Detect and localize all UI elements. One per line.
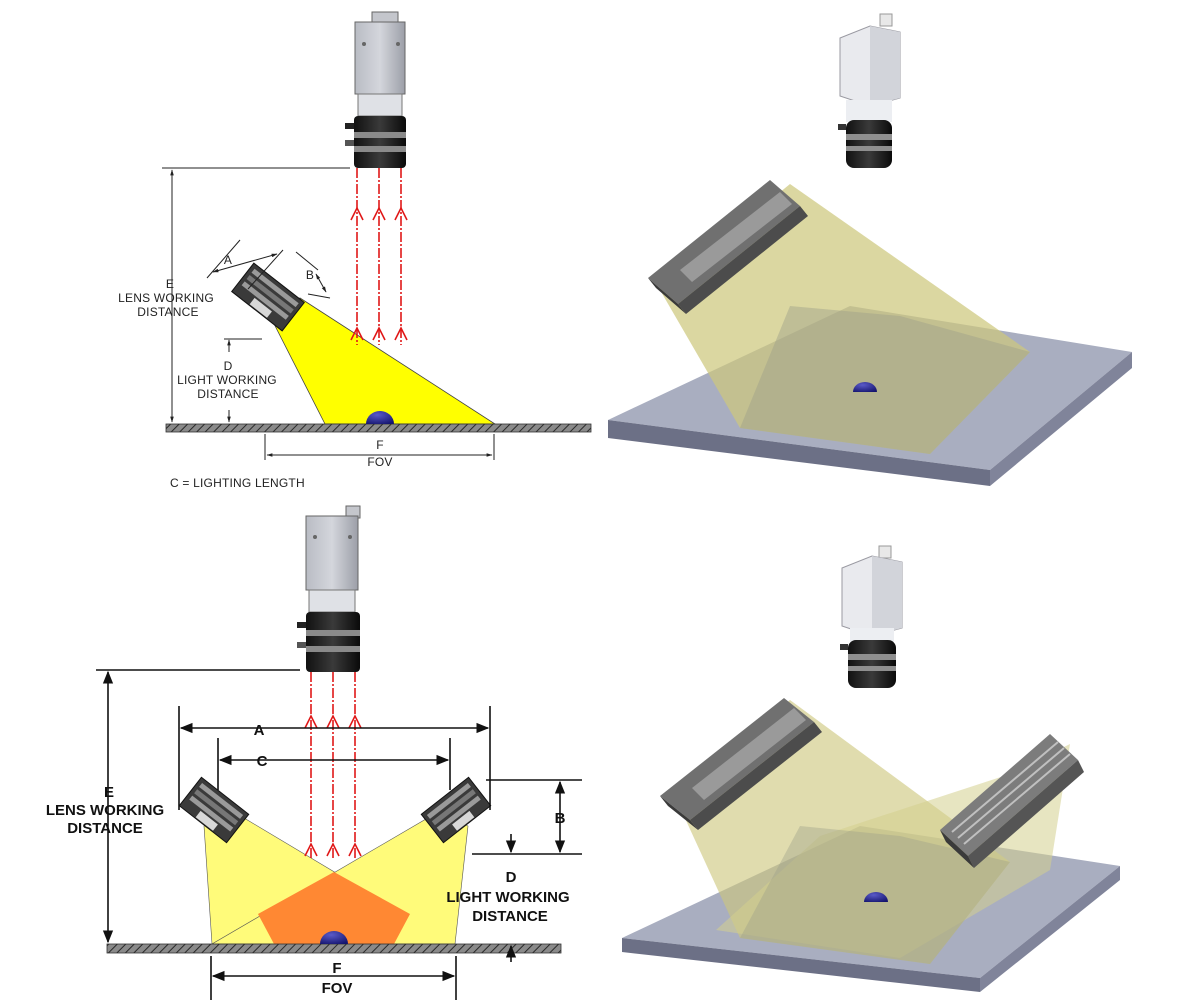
light-bar-bottom-left (178, 776, 250, 844)
top-label-f: F (376, 438, 384, 452)
target-dome-bottom (320, 931, 348, 944)
top-3d-render (608, 13, 1132, 486)
bottom-label-d-line2: DISTANCE (472, 908, 548, 925)
light-bar-3d-bottom-left (660, 698, 822, 830)
bottom-label-b: B (555, 810, 566, 827)
top-label-a: A (224, 253, 232, 267)
top-label-e-line1: LENS WORKING (118, 291, 214, 305)
overlap-region (258, 872, 410, 944)
bottom-label-e-line2: DISTANCE (67, 820, 143, 837)
camera-bottom-schematic (297, 505, 361, 672)
camera-rays-top (350, 168, 408, 345)
top-label-d-line1: LIGHT WORKING (177, 373, 277, 387)
light-beam-top (267, 297, 497, 425)
top-label-e-line2: DISTANCE (137, 305, 198, 319)
camera-top-schematic (345, 11, 406, 168)
bottom-label-f: F (332, 960, 341, 977)
light-bar-3d-bottom-right (940, 734, 1084, 868)
bottom-label-d: D (506, 869, 517, 886)
top-label-fov: FOV (367, 455, 392, 469)
bottom-label-e-line1: LENS WORKING (46, 802, 164, 819)
top-label-b: B (306, 268, 314, 282)
light-bar-top-schematic (230, 262, 306, 332)
camera-rays-bottom (304, 672, 362, 860)
bottom-3d-render (622, 545, 1120, 992)
top-label-d: D (224, 359, 233, 373)
light-bar-bottom-right (420, 776, 492, 844)
bottom-label-c: C (257, 753, 268, 770)
top-label-d-line2: DISTANCE (197, 387, 258, 401)
camera-3d-bottom (840, 545, 903, 688)
bottom-label-d-line1: LIGHT WORKING (446, 889, 569, 906)
bottom-label-a: A (254, 722, 265, 739)
ground-top (165, 423, 592, 433)
lighting-length-note: C = LIGHTING LENGTH (170, 476, 305, 490)
bottom-label-e: E (104, 784, 114, 801)
target-dome-top (366, 411, 394, 424)
ground-bottom (106, 943, 562, 954)
light-bar-3d-top (648, 180, 808, 314)
top-label-e: E (166, 277, 174, 291)
top-schematic: E LENS WORKING DISTANCE A B D LIGHT WORK… (118, 11, 592, 490)
bottom-label-fov: FOV (322, 980, 353, 997)
camera-3d-top (838, 13, 901, 168)
bottom-schematic: A C E LENS WORKING DISTANCE B D LIGHT WO… (46, 505, 582, 1000)
